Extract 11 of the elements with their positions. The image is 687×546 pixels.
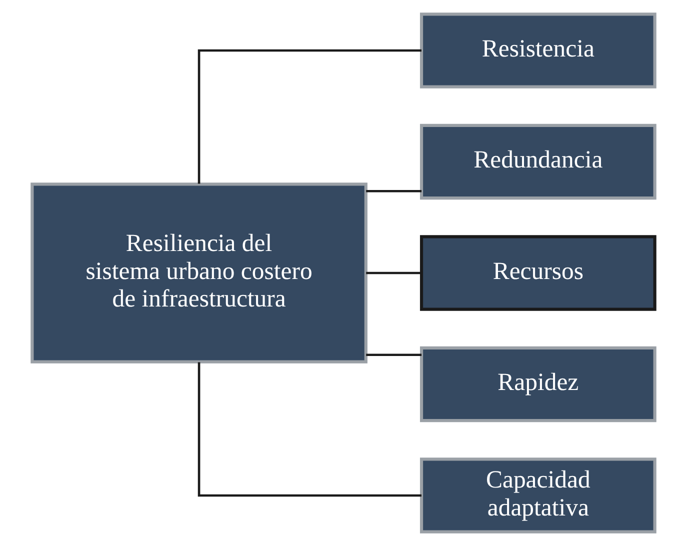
node-box: Redundancia xyxy=(420,124,656,200)
connector xyxy=(366,190,422,192)
connector xyxy=(198,49,422,184)
node-box: Capacidad adaptativa xyxy=(420,458,656,534)
connector xyxy=(366,272,422,274)
node-box: Recursos xyxy=(420,235,656,311)
node-box: Rapidez xyxy=(420,346,656,422)
connector xyxy=(198,362,422,497)
node-box: Resistencia xyxy=(420,12,656,88)
node-box: Resiliencia del sistema urbano costero de infraestructura xyxy=(30,182,368,364)
connector xyxy=(366,354,422,356)
